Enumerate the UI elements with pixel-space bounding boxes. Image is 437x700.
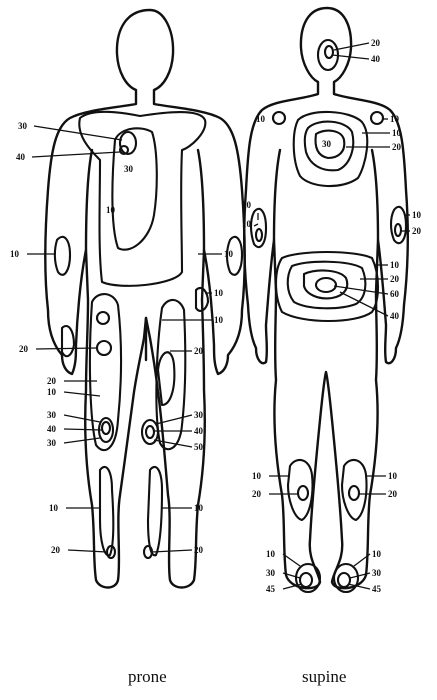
prone-label-20-rfoot: 20 [194, 545, 204, 555]
prone-right-thigh-isoline-10 [156, 300, 185, 449]
supine-inside-label-30: 30 [322, 139, 332, 149]
prone-leader-40-knee [64, 429, 102, 430]
supine-left-heel-isoline-30 [300, 573, 312, 587]
supine-sacral-isoline-60 [316, 278, 336, 292]
supine-right-shoulder-spot [371, 112, 383, 124]
prone-right-thigh-isoline-20 [158, 352, 174, 405]
supine-label-10-lcalf: 10 [252, 471, 262, 481]
supine-label-20-relbow: 20 [412, 226, 422, 236]
prone-inside-label-10: 10 [106, 205, 116, 215]
supine-label-45-lheel: 45 [266, 584, 276, 594]
supine-sacral-isoline-20 [288, 262, 366, 309]
supine-label-10-relbow: 10 [412, 210, 422, 220]
supine-right-arm-line [372, 150, 378, 240]
supine-label-10-lshoulder: 10 [256, 114, 266, 124]
supine-label-20-head: 20 [371, 38, 381, 48]
prone-left-knee-isoline-40 [102, 422, 110, 434]
prone-back-isoline-10 [79, 112, 205, 286]
supine-left-arm-line [274, 150, 280, 240]
prone-left-hand-isoline [62, 326, 74, 356]
supine-label-10-sacral: 10 [390, 260, 400, 270]
supine-label-20-rcalf: 20 [388, 489, 398, 499]
prone-label-20-foot: 20 [51, 545, 61, 555]
supine-right-elbow-spot [395, 224, 401, 236]
supine-body-figure [244, 8, 407, 592]
supine-label-20-lcalf: 20 [252, 489, 262, 499]
prone-left-elbow-isoline [55, 237, 70, 275]
prone-label-30-rknee: 30 [194, 410, 204, 420]
supine-label-10-rcalf: 10 [388, 471, 398, 481]
prone-body-figure [45, 10, 244, 588]
prone-leader-40 [32, 152, 120, 157]
supine-right-calf-isoline [342, 460, 367, 520]
supine-label-40-head: 40 [371, 54, 381, 64]
supine-label-10-back: 10 [392, 128, 402, 138]
prone-inside-label-30: 30 [124, 164, 134, 174]
supine-right-calf-spot [349, 486, 359, 500]
prone-label-40: 40 [16, 152, 26, 162]
supine-leader-10-lelbow [254, 224, 258, 226]
supine-right-heel-isoline-30 [338, 573, 350, 587]
supine-left-elbow-spot [256, 229, 262, 241]
prone-label-30-knee: 30 [47, 410, 57, 420]
prone-leader-30-knee [64, 415, 100, 422]
supine-label-30-lheel: 30 [266, 568, 276, 578]
prone-label-10-hand: 10 [214, 288, 224, 298]
supine-left-calf-isoline [288, 460, 313, 520]
supine-head-isoline-40 [325, 46, 333, 58]
supine-label-20-back: 20 [392, 142, 402, 152]
prone-label-10-hip: 10 [214, 315, 224, 325]
prone-left-thigh-spot-20a [97, 312, 109, 324]
prone-label-50-rknee: 50 [194, 442, 204, 452]
prone-label-30: 30 [18, 121, 28, 131]
prone-label-10-shin: 10 [49, 503, 59, 513]
supine-label-45-rheel: 45 [372, 584, 382, 594]
prone-label-40-knee: 40 [47, 424, 57, 434]
prone-left-arm-line [86, 150, 92, 250]
prone-right-shin-isoline-10 [148, 467, 162, 555]
prone-label-10-elbow: 10 [10, 249, 20, 259]
supine-label-10-lelbow: 10 [242, 219, 252, 229]
prone-leader-30 [34, 126, 122, 140]
supine-label-20-lelbow: 20 [242, 200, 252, 210]
caption-supine: supine [302, 667, 346, 687]
prone-right-arm-line [198, 150, 204, 250]
prone-leader-20-foot [68, 550, 107, 552]
supine-sacral-isoline-40 [304, 271, 347, 299]
prone-label-20-thigh: 20 [19, 344, 29, 354]
supine-label-20-sacral: 20 [390, 274, 400, 284]
prone-leader-10-b [64, 392, 100, 396]
prone-body-outline [45, 10, 244, 588]
caption-prone: prone [128, 667, 167, 687]
prone-label-40-rknee: 40 [194, 426, 204, 436]
supine-left-shoulder-spot [273, 112, 285, 124]
supine-left-calf-spot [298, 486, 308, 500]
prone-left-thigh-spot-20b [97, 341, 111, 355]
prone-left-shin-isoline-10 [100, 467, 113, 555]
prone-left-thigh-isoline-10 [90, 294, 121, 450]
prone-label-20-rthigh: 20 [194, 346, 204, 356]
supine-label-60-sacral: 60 [390, 289, 400, 299]
prone-right-knee-isoline-40 [146, 426, 154, 438]
supine-label-30-rheel: 30 [372, 568, 382, 578]
supine-label-10-lheel: 10 [266, 549, 276, 559]
prone-label-10-rshin: 10 [194, 503, 204, 513]
supine-label-10-rheel: 10 [372, 549, 382, 559]
supine-label-10-rshoulder: 10 [390, 114, 400, 124]
prone-label-10-b: 10 [47, 387, 57, 397]
supine-label-40-sacral: 40 [390, 311, 400, 321]
prone-label-20-b: 20 [47, 376, 57, 386]
prone-label-10-right-elbow: 10 [224, 249, 234, 259]
prone-label-30-knee-b: 30 [47, 438, 57, 448]
